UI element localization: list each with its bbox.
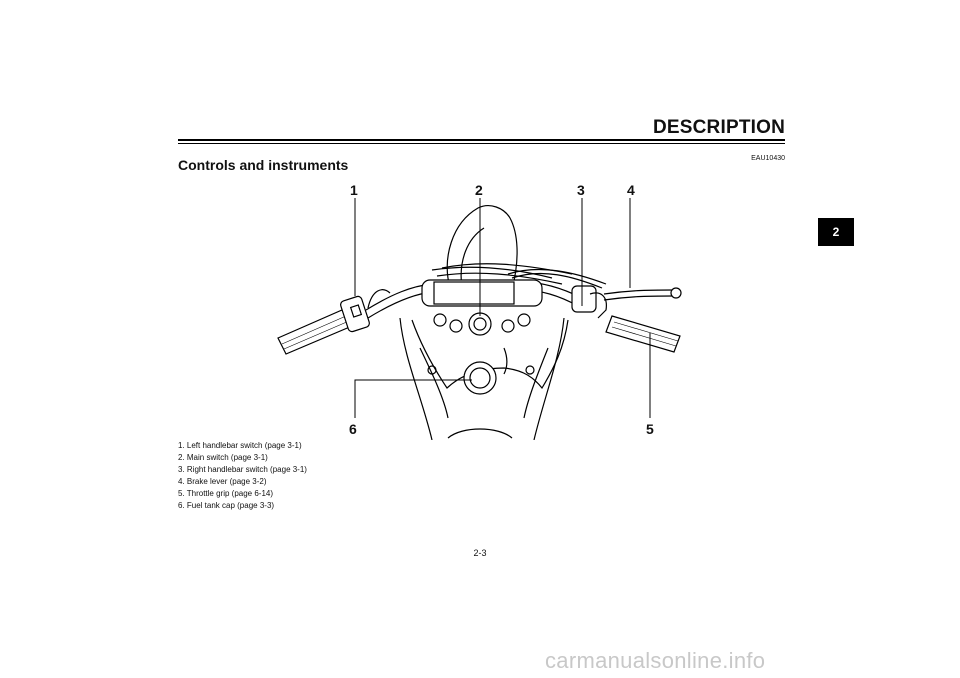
legend-list: 1. Left handlebar switch (page 3-1) 2. M…	[178, 440, 307, 512]
title-rule-thin	[178, 143, 785, 144]
callout-1: 1	[350, 182, 358, 198]
handlebar-illustration	[277, 205, 682, 440]
callout-leaders	[354, 198, 651, 418]
page-number: 2-3	[473, 548, 487, 558]
callout-5: 5	[646, 421, 654, 437]
callout-6: 6	[349, 421, 357, 437]
callout-3: 3	[577, 182, 585, 198]
section-title: DESCRIPTION	[652, 117, 785, 138]
legend-item: 6. Fuel tank cap (page 3-3)	[178, 501, 275, 510]
legend-item: 5. Throttle grip (page 6-14)	[178, 489, 274, 498]
watermark: carmanualsonline.info	[545, 648, 766, 673]
title-rule	[178, 139, 785, 141]
legend-item: 3. Right handlebar switch (page 3-1)	[178, 465, 307, 474]
document-code: EAU10430	[751, 155, 785, 162]
callout-4: 4	[627, 182, 635, 198]
legend-item: 1. Left handlebar switch (page 3-1)	[178, 441, 302, 450]
page-heading: Controls and instruments	[178, 157, 349, 173]
chapter-tab: 2	[818, 218, 854, 246]
legend-item: 2. Main switch (page 3-1)	[178, 453, 268, 462]
legend-item: 4. Brake lever (page 3-2)	[178, 477, 267, 486]
callout-2: 2	[475, 182, 483, 198]
